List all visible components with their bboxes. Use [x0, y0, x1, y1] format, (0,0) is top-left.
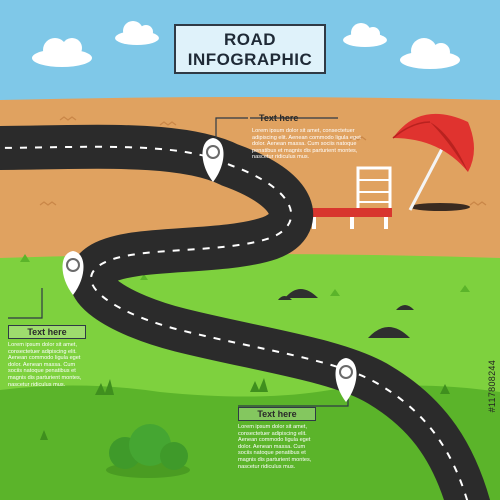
- cloud-icon: [400, 38, 460, 69]
- map-pin-icon[interactable]: [202, 138, 224, 182]
- map-pin-icon[interactable]: [62, 251, 84, 295]
- rock-mound: [368, 327, 410, 338]
- rock-mound: [278, 296, 292, 300]
- rock-mound: [285, 289, 318, 298]
- callout-2: Text here Lorem ipsum dolor sit amet, co…: [8, 325, 86, 388]
- title-line-1: ROAD: [223, 30, 277, 49]
- callout-heading: Text here: [259, 113, 299, 123]
- callout-body: Lorem ipsum dolor sit amet, consectetuer…: [238, 424, 312, 470]
- stock-id-watermark: #117808244: [487, 360, 497, 413]
- title-box: ROAD INFOGRAPHIC: [174, 24, 326, 74]
- callout-body: Lorem ipsum dolor sit amet, consectetuer…: [8, 342, 82, 388]
- cloud-icon: [32, 38, 92, 67]
- callout-body: Lorem ipsum dolor sit amet, consectetuer…: [252, 128, 361, 161]
- callout-heading: Text here: [8, 325, 86, 339]
- rock-mound: [396, 305, 414, 310]
- beach-umbrella-icon: [392, 113, 474, 211]
- bush: [106, 424, 190, 478]
- cloud-icon: [115, 21, 159, 45]
- grass-tufts: [40, 378, 450, 440]
- callout-connector: [8, 288, 43, 319]
- callout-3: Text here Lorem ipsum dolor sit amet, co…: [238, 407, 316, 470]
- callout-1: Text here Lorem ipsum dolor sit amet, co…: [252, 111, 362, 161]
- title-line-2: INFOGRAPHIC: [187, 50, 313, 69]
- callout-heading: Text here: [238, 407, 316, 421]
- map-pin-icon[interactable]: [335, 358, 357, 402]
- callout-connector: [215, 117, 248, 148]
- sunbed-icon: [308, 166, 392, 229]
- cloud-icon: [343, 23, 387, 47]
